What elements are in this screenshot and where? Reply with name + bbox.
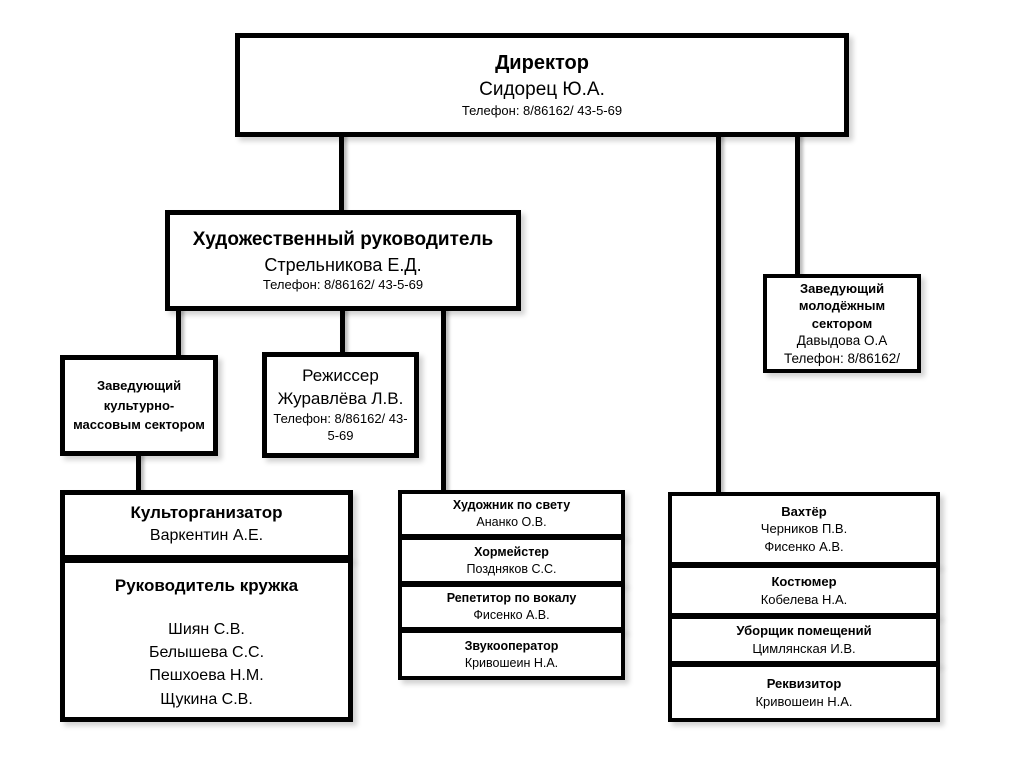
choirmaster-name: Поздняков С.С. bbox=[466, 561, 557, 576]
director-phone: Телефон: 8/86162/ 43-5-69 bbox=[461, 102, 623, 118]
watchman-title: Вахтёр bbox=[781, 503, 827, 519]
sound-operator-name: Кривошеин Н.А. bbox=[464, 655, 559, 670]
watchman-name: Черников П.В. bbox=[760, 521, 848, 537]
props-manager-name: Кривошеин Н.А. bbox=[755, 693, 853, 709]
box-cleaner: Уборщик помещений Цимлянская И.В. bbox=[668, 615, 940, 665]
box-cultural-mass-sector-head: Заведующий культурно-массовым сектором bbox=[60, 355, 218, 456]
box-lighting-artist: Художник по свету Ананко О.В. bbox=[398, 490, 625, 538]
box-costumer: Костюмер Кобелева Н.А. bbox=[668, 564, 940, 617]
youth-sector-name: Давыдова О.А bbox=[796, 333, 888, 349]
vocal-coach-title: Репетитор по вокалу bbox=[446, 591, 577, 606]
cleaner-title: Уборщик помещений bbox=[736, 623, 872, 639]
director-name: Сидорец Ю.А. bbox=[479, 79, 605, 101]
director-title: Директор bbox=[495, 52, 589, 75]
cultural-organizer-name: Варкентин А.Е. bbox=[149, 527, 264, 545]
box-youth-sector-head: Заведующий молодёжным сектором Давыдова … bbox=[763, 274, 921, 373]
connector-art-director-to-lighting-artist bbox=[441, 307, 446, 494]
connector-art-director-to-stage-director bbox=[340, 307, 345, 356]
box-cultural-organizer: Культорганизатор Варкентин А.Е. bbox=[60, 490, 353, 560]
club-leader-members: Шиян С.В. Белышева С.С. Пешхоева Н.М. Щу… bbox=[149, 618, 264, 711]
connector-director-to-watchman bbox=[716, 132, 721, 496]
box-club-leader: Руководитель кружка Шиян С.В. Белышева С… bbox=[60, 558, 353, 722]
sound-operator-title: Звукооператор bbox=[464, 638, 559, 653]
costumer-name: Кобелева Н.А. bbox=[760, 591, 848, 607]
box-vocal-coach: Репетитор по вокалу Фисенко А.В. bbox=[398, 583, 625, 631]
art-director-phone: Телефон: 8/86162/ 43-5-69 bbox=[262, 277, 424, 293]
connector-director-to-art-director bbox=[339, 132, 344, 214]
cultural-mass-sector-title: Заведующий культурно-массовым сектором bbox=[73, 378, 205, 433]
box-watchman: Вахтёр Черников П.В. Фисенко А.В. bbox=[668, 492, 940, 566]
box-director: Директор Сидорец Ю.А. Телефон: 8/86162/ … bbox=[235, 33, 849, 137]
box-stage-director: Режиссер Журавлёва Л.В. Телефон: 8/86162… bbox=[262, 352, 419, 458]
club-member: Пешхоева Н.М. bbox=[149, 667, 264, 685]
stage-director-name: Журавлёва Л.В. bbox=[277, 389, 404, 409]
connector-director-to-youth-sector bbox=[795, 132, 800, 278]
watchman-name: Фисенко А.В. bbox=[764, 538, 844, 554]
art-director-title: Художественный руководитель bbox=[192, 229, 494, 251]
cultural-organizer-title: Культорганизатор bbox=[130, 503, 283, 523]
cleaner-name: Цимлянская И.В. bbox=[752, 641, 856, 656]
stage-director-phone: Телефон: 8/86162/ 43-5-69 bbox=[273, 411, 408, 443]
connector-cultural-mass-to-cultural-organizer bbox=[136, 452, 141, 494]
box-props-manager: Реквизитор Кривошеин Н.А. bbox=[668, 663, 940, 722]
choirmaster-title: Хормейстер bbox=[474, 544, 549, 559]
props-manager-title: Реквизитор bbox=[766, 675, 842, 691]
art-director-name: Стрельникова Е.Д. bbox=[264, 254, 422, 275]
vocal-coach-name: Фисенко А.В. bbox=[473, 608, 550, 622]
costumer-title: Костюмер bbox=[771, 573, 837, 589]
club-member: Шиян С.В. bbox=[168, 620, 245, 638]
lighting-artist-title: Художник по свету bbox=[452, 498, 571, 513]
stage-director-title: Режиссер bbox=[302, 366, 379, 386]
club-member: Щукина С.В. bbox=[160, 690, 253, 708]
club-member: Белышева С.С. bbox=[148, 644, 265, 662]
box-art-director: Художественный руководитель Стрельникова… bbox=[165, 210, 521, 311]
box-choirmaster: Хормейстер Поздняков С.С. bbox=[398, 536, 625, 585]
club-leader-title: Руководитель кружка bbox=[114, 576, 299, 595]
youth-sector-title: Заведующий молодёжным сектором bbox=[798, 280, 886, 331]
youth-sector-phone: Телефон: 8/86162/ bbox=[783, 350, 901, 366]
box-sound-operator: Звукооператор Кривошеин Н.А. bbox=[398, 629, 625, 680]
connector-art-director-to-cultural-mass bbox=[176, 307, 181, 359]
lighting-artist-name: Ананко О.В. bbox=[476, 515, 547, 529]
